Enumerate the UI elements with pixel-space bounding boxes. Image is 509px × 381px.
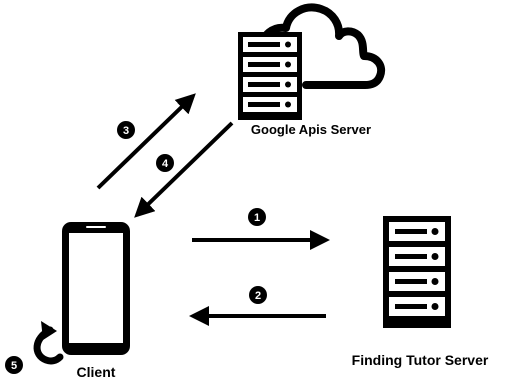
step-4-number: 4 [162, 158, 169, 170]
client-label: Client [77, 364, 116, 380]
step-4-arrow [134, 121, 234, 218]
step-1-number: 1 [254, 212, 260, 224]
server-rack-icon [238, 32, 302, 120]
step-3-arrow [96, 93, 196, 190]
cloud-icon [258, 3, 386, 89]
smartphone-icon [62, 222, 130, 355]
google-apis-server: Google Apis Server [238, 3, 386, 137]
refresh-arrow-icon [33, 321, 64, 365]
step-1-badge: 1 [248, 208, 266, 226]
step-3-number: 3 [123, 125, 129, 137]
step-2-number: 2 [255, 290, 261, 302]
step-4-badge: 4 [156, 154, 174, 172]
step-3-badge: 3 [117, 121, 135, 139]
client: Client [62, 222, 130, 380]
server-rack-icon [383, 216, 451, 328]
step-2-badge: 2 [249, 286, 267, 304]
google-apis-server-label: Google Apis Server [251, 122, 371, 137]
finding-tutor-server: Finding Tutor Server [352, 216, 489, 368]
finding-tutor-server-label: Finding Tutor Server [352, 352, 489, 368]
step-5-number: 5 [11, 360, 17, 372]
step-5-badge: 5 [5, 356, 23, 374]
